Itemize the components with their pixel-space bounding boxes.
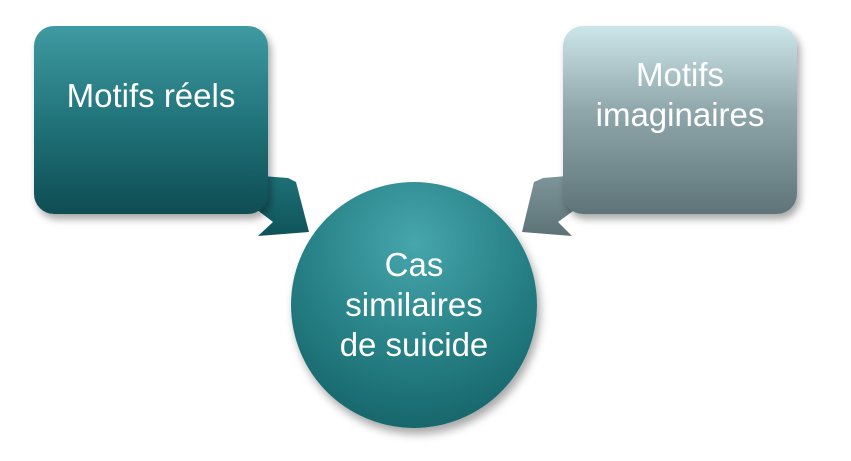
similar-suicide-cases-circle: Cas similaires de suicide: [291, 182, 537, 428]
real-motives-box: Motifs réels: [34, 26, 268, 214]
imaginary-motives-box: Motifs imaginaires: [563, 26, 797, 214]
imaginary-motives-line-1: Motifs: [635, 56, 724, 93]
real-motives-label: Motifs réels: [66, 77, 236, 114]
imaginary-motives-label: Motifs imaginaires: [596, 55, 765, 135]
circle-line-2: similaires: [345, 286, 483, 323]
imaginary-motives-line-2: imaginaires: [595, 96, 765, 133]
circle-line-1: Cas: [384, 246, 444, 283]
circle-line-3: de suicide: [339, 326, 489, 363]
similar-suicide-cases-label: Cas similaires de suicide: [340, 245, 489, 365]
